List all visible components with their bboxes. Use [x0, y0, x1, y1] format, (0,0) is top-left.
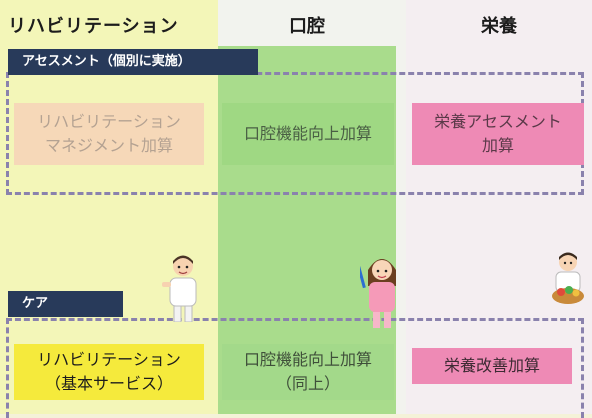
care-dashed-region [6, 318, 584, 418]
rehab-management-card: リハビリテーション マネジメント加算 [14, 103, 204, 165]
therapist-man-icon [162, 255, 197, 322]
oral-function-card: 口腔機能向上加算 [222, 103, 394, 165]
column-header-nutrition: 栄養 [481, 16, 517, 37]
dental-hygienist-woman-icon [360, 259, 396, 328]
care-section-label: ケア [8, 291, 123, 317]
rehab-basic-card: リハビリテーション （基本サービス） [14, 344, 204, 400]
column-header-oral: 口腔 [289, 16, 325, 37]
nutritionist-cook-icon [552, 252, 584, 304]
nutrition-assessment-card: 栄養アセスメント 加算 [412, 103, 584, 165]
column-header-rehab: リハビリテーション [8, 16, 179, 37]
nutrition-column [406, 0, 592, 414]
oral-function-same-card: 口腔機能向上加算 （同上） [222, 344, 394, 400]
assessment-section-label: アセスメント（個別に実施） [8, 49, 258, 75]
nutrition-improvement-card: 栄養改善加算 [412, 348, 572, 384]
